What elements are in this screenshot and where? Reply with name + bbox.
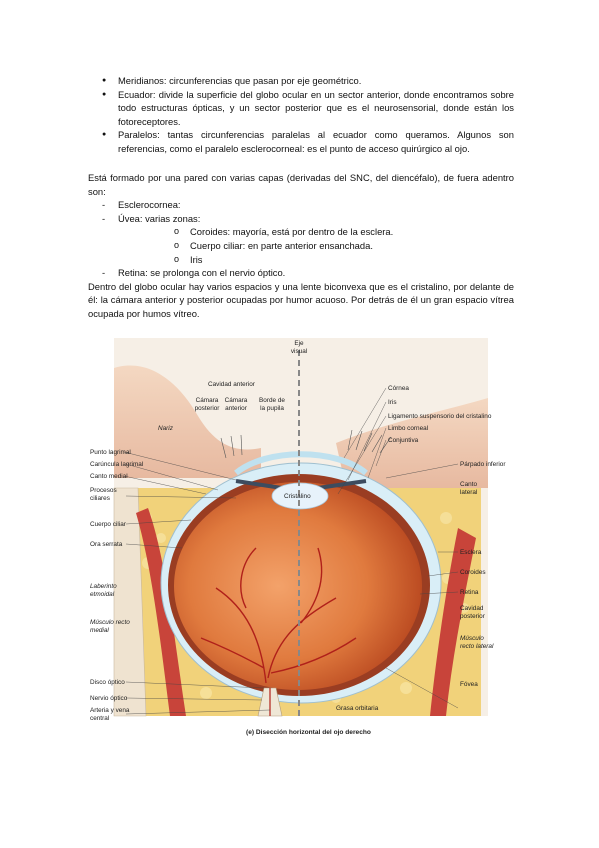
label-recto-lateral: recto lateral: [460, 643, 494, 650]
bullet-term: Meridianos: [118, 75, 164, 86]
uvea-item: Coroides: mayoría, está por dentro de la…: [118, 225, 514, 239]
layer-esclerocornea: Esclerocornea:: [88, 198, 514, 212]
label-visual: visual: [291, 348, 307, 355]
label-caruncula: Carúncula lagrimal: [90, 461, 143, 468]
label-retina: Retina: [460, 589, 479, 596]
label-pupila: la pupila: [260, 405, 284, 412]
bullet-ecuador: Ecuador: divide la superficie del globo …: [88, 88, 514, 129]
label-etmoidal: etmoidal: [90, 591, 115, 598]
figure-caption: (e) Disección horizontal del ojo derecho: [246, 729, 371, 736]
iris: [317, 479, 367, 490]
label-coroides: Coroides: [460, 569, 486, 576]
label-ciliares: ciliares: [90, 495, 110, 502]
label-arteria-vena: Arteria y vena: [90, 707, 130, 714]
label-punto-lagrimal: Punto lagrimal: [90, 449, 131, 456]
bullet-text: : divide la superficie del globo ocular …: [118, 88, 514, 127]
label-grasa-orbitaria: Grasa orbitaria: [336, 705, 379, 712]
label-nervio-optico: Nervio óptico: [90, 695, 128, 702]
layers-section: Está formado por una pared con varias ca…: [88, 171, 514, 321]
layer-retina: Retina: se prolonga con el nervio óptico…: [88, 266, 514, 280]
bullet-meridianos: Meridianos: circunferencias que pasan po…: [88, 74, 514, 88]
label-disco-optico: Disco óptico: [90, 679, 125, 686]
layer-uvea-label: Úvea: varias zonas:: [118, 212, 201, 224]
label-procesos: Procesos: [90, 487, 117, 494]
eye-dissection-illustration: Eje visual Cavidad anterior Cámara poste…: [90, 338, 506, 736]
label-eje: Eje: [294, 340, 304, 347]
uvea-item: Cuerpo ciliar: en parte anterior ensanch…: [118, 239, 514, 253]
eye-diagram-figure: Eje visual Cavidad anterior Cámara poste…: [86, 338, 515, 738]
label-cornea: Córnea: [388, 385, 409, 392]
label-laberinto: Laberinto: [90, 583, 117, 590]
label-musculo: Músculo: [460, 635, 484, 642]
bullet-text: : tantas circunferencias paralelas al ec…: [118, 129, 514, 154]
label-camara-posterior: posterior: [195, 405, 221, 412]
label-camara: Cámara: [225, 397, 248, 404]
label-iris: Iris: [388, 399, 397, 406]
label-cristalino: Cristalino: [284, 493, 311, 500]
label-musculo-recto: Músculo recto: [90, 619, 130, 626]
label-cavidad-anterior: Cavidad anterior: [208, 381, 256, 388]
label-cuerpo-ciliar: Cuerpo ciliar: [90, 521, 127, 528]
label-ligamento: Ligamento suspensorio del cristalino: [388, 413, 492, 420]
cavities-paragraph: Dentro del globo ocular hay varios espac…: [88, 280, 514, 319]
medial-rectus-muscle: [136, 508, 186, 716]
bullet-term: Ecuador: [118, 88, 153, 100]
lateral-rectus-muscle: [430, 528, 476, 716]
label-limbo-corneal: Limbo corneal: [388, 425, 428, 432]
label-camara: Cámara: [196, 397, 219, 404]
label-camara-anterior: anterior: [225, 405, 248, 412]
label-esclera: Esclera: [460, 549, 482, 556]
bullet-term: Paralelos: [118, 129, 158, 141]
label-posterior: posterior: [460, 613, 486, 620]
label-borde: Borde de: [259, 397, 285, 404]
layer-uvea: Úvea: varias zonas: Coroides: mayoría, e…: [88, 212, 514, 266]
label-lateral: lateral: [460, 489, 477, 496]
bullet-paralelos: Paralelos: tantas circunferencias parale…: [88, 128, 514, 155]
cornea: [234, 451, 368, 476]
label-canto: Canto: [460, 481, 477, 488]
label-conjuntiva: Conjuntiva: [388, 437, 419, 444]
uvea-item: Iris: [118, 253, 514, 267]
label-parpado-inferior: Párpado inferior: [460, 461, 506, 468]
label-fovea: Fóvea: [460, 681, 478, 688]
bullet-section: Meridianos: circunferencias que pasan po…: [88, 74, 514, 156]
label-canto-medial: Canto medial: [90, 473, 128, 480]
label-ora-serrata: Ora serrata: [90, 541, 123, 548]
label-medial: medial: [90, 627, 109, 634]
bullet-text: : circunferencias que pasan por eje geom…: [163, 75, 362, 86]
intro-paragraph: Está formado por una pared con varias ca…: [88, 172, 514, 197]
label-cavidad: Cavidad: [460, 605, 484, 612]
label-central: central: [90, 715, 109, 722]
label-nariz: Nariz: [158, 425, 174, 432]
